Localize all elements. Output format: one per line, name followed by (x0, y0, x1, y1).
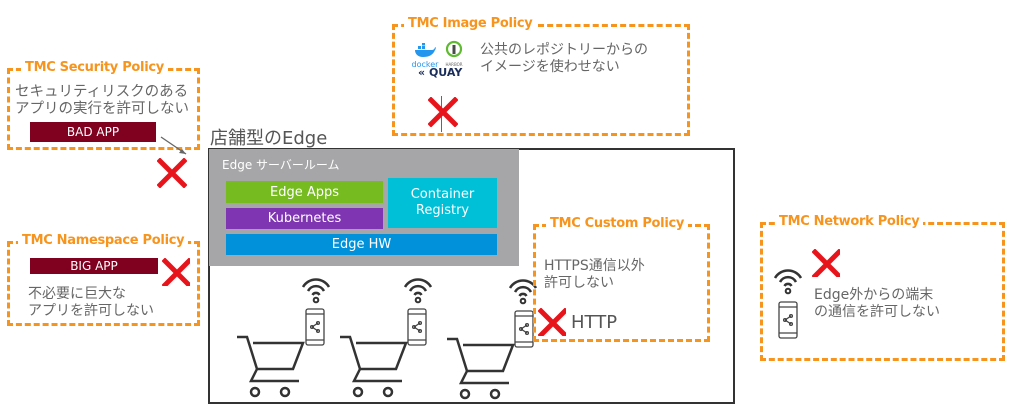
wifi-icon (403, 278, 433, 304)
edge-hw: Edge HW (226, 234, 497, 255)
quay-icon: « (418, 66, 426, 79)
edge-apps: Edge Apps (226, 181, 383, 203)
arrow-icon (160, 136, 187, 155)
cart-icon (235, 335, 305, 398)
namespace-policy-title: TMC Namespace Policy (18, 233, 189, 248)
security-policy-title: TMC Security Policy (21, 60, 168, 75)
quay-logo: « QUAY (418, 66, 463, 79)
cart-icon (338, 335, 408, 398)
docker-logo: docker (410, 42, 440, 69)
deny-x-icon (162, 258, 190, 286)
blocked-protocol: HTTP (571, 312, 618, 333)
cart-icon (445, 337, 515, 400)
wifi-icon (773, 269, 803, 295)
image-policy-box (392, 24, 690, 136)
harbor-logo: HARBOR (443, 40, 465, 67)
phone-icon (407, 308, 427, 346)
deny-x-icon (812, 249, 840, 277)
deny-x-icon (428, 97, 458, 127)
custom-policy-text: HTTPS通信以外許可しない (544, 258, 645, 291)
kubernetes: Kubernetes (226, 208, 383, 229)
wifi-icon (301, 278, 331, 304)
server-room-label: Edge サーバールーム (222, 158, 340, 172)
network-policy-title: TMC Network Policy (775, 214, 924, 229)
bad-app: BAD APP (30, 122, 156, 142)
image-policy-title: TMC Image Policy (404, 16, 537, 31)
edge-title: 店舗型のEdge (210, 128, 328, 149)
image-policy-text: 公共のレポジトリーからのイメージを使わせない (480, 42, 648, 75)
network-policy-text: Edge外からの端末の通信を許可しない (814, 287, 940, 320)
phone-icon (514, 310, 534, 348)
deny-x-icon (538, 308, 566, 336)
security-policy-text: セキュリティリスクのあるアプリの実行を許可しない (15, 84, 189, 117)
big-app: BIG APP (30, 258, 158, 274)
deny-x-icon (157, 158, 187, 188)
phone-icon (778, 301, 798, 339)
phone-icon (305, 308, 325, 346)
namespace-policy-text: 不必要に巨大なアプリを許可しない (28, 286, 154, 319)
custom-policy-title: TMC Custom Policy (546, 216, 689, 231)
